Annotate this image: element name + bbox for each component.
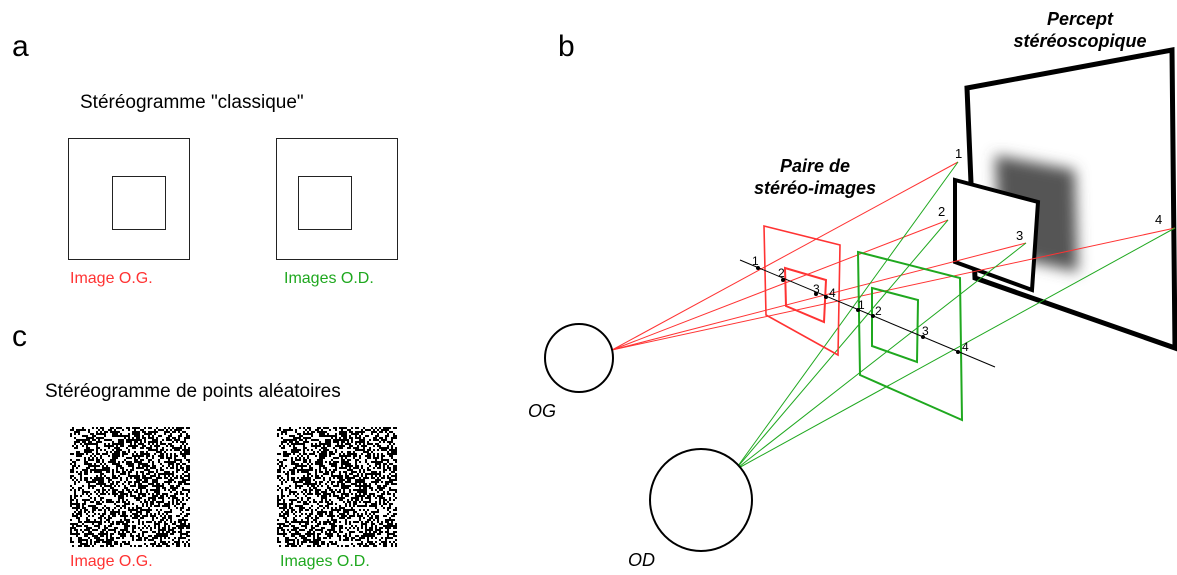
right-eye-OD [649,448,753,552]
point-label-right-2: 2 [875,304,882,318]
percept-label-line1: Percept [1046,9,1114,29]
panel-a-title: Stéréogramme "classique" [80,92,304,113]
percept-point-label-1: 1 [955,146,963,161]
point-label-left-3: 3 [813,282,820,296]
random-dot-image-right [277,427,397,547]
panel-a-right-label: Images O.D. [284,270,374,287]
percept-point-label-3: 3 [1016,228,1024,243]
point-label-left-2: 2 [778,266,785,280]
panel-c-left-label: Image O.G. [70,553,153,570]
panel-b-letter: b [558,30,575,63]
classic-left-inner-square [112,176,166,230]
right-eye-label: OD [628,550,655,570]
left-eye-sight-lines [611,161,1176,351]
right-stereo-image-frame [856,250,964,422]
point-label-right-3: 3 [922,324,929,338]
panel-c-letter: c [12,320,27,353]
panel-c-right-label: Images O.D. [280,553,370,570]
random-dot-image-left [70,427,190,547]
panel-c-title: Stéréogramme de points aléatoires [45,381,341,402]
percept-label: Percept stéréoscopique [1000,8,1160,52]
left-stereo-image-frame [763,224,841,357]
classic-right-inner-square [298,176,352,230]
left-eye-OG [544,323,614,393]
panel-a-letter: a [12,30,29,63]
point-label-right-1: 1 [858,298,865,312]
pair-label-line1: Paire de [779,156,851,176]
panel-a-left-label: Image O.G. [70,270,153,287]
classic-right-outer-square [276,138,398,260]
left-eye-label: OG [528,401,557,421]
pair-label: Paire de stéréo-images [740,155,890,199]
point-label-left-1: 1 [752,254,759,268]
depth-axis-line [739,259,996,368]
point-label-right-4: 4 [962,340,969,354]
classic-left-outer-square [68,138,190,260]
pair-label-line2: stéréo-images [753,178,877,198]
percept-point-label-4: 4 [1155,212,1163,227]
percept-point-label-2: 2 [938,204,946,219]
right-eye-sight-lines [734,161,1176,471]
point-label-left-4: 4 [829,286,836,300]
percept-label-line2: stéréoscopique [1013,31,1147,51]
axis-points [756,266,960,354]
